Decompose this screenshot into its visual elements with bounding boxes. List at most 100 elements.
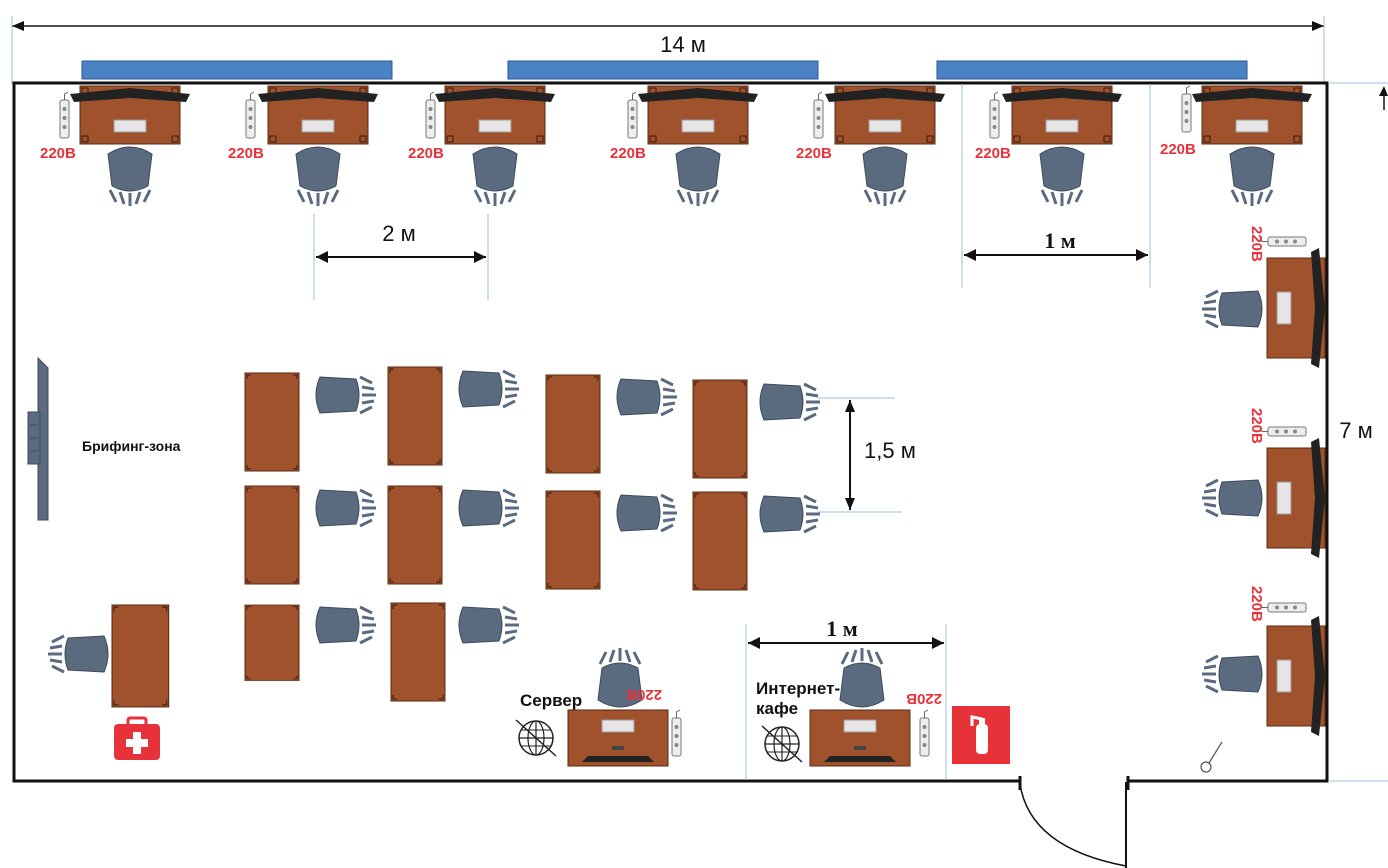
- room-wall: [12, 81, 1329, 783]
- cafe-desk: [809, 709, 911, 767]
- chair-icon: [1200, 478, 1264, 518]
- windows: [81, 60, 1248, 80]
- power-strip-icon: [1259, 236, 1307, 247]
- table: [545, 374, 601, 474]
- power-strip-icon: [59, 91, 70, 139]
- internet-cafe-label-line2: кафе: [756, 699, 798, 718]
- spacing-1-5m-label: 1,5 м: [864, 438, 916, 463]
- socket-label: 220В: [1248, 408, 1265, 444]
- power-strip-icon: [919, 709, 930, 757]
- first-aid-kit-icon: [114, 716, 160, 760]
- power-strip-icon: [1259, 426, 1307, 437]
- power-strip-icon: [989, 91, 1000, 139]
- screen-icon: [27, 356, 49, 521]
- fire-extinguisher-icon: [952, 706, 1010, 764]
- chair-icon: [457, 488, 521, 528]
- internet-cafe-label-line1: Интернет-: [756, 679, 840, 698]
- power-strip-icon: [671, 709, 682, 757]
- briefing-area: [244, 366, 822, 702]
- power-strip-icon: [1181, 85, 1192, 133]
- dimension-width: 14 м: [11, 16, 1325, 84]
- chair-icon: [1038, 145, 1086, 208]
- chair-icon: [758, 382, 822, 422]
- socket-label: 220В: [1160, 141, 1196, 158]
- workstation: [434, 85, 556, 145]
- workstation: [257, 85, 379, 145]
- height-label: 7 м: [1339, 418, 1372, 443]
- briefing-zone-label: Брифинг-зона: [82, 438, 181, 454]
- spacing-1m-label: 1 м: [1044, 228, 1076, 253]
- dimension-2m: 2 м: [313, 214, 489, 300]
- chair-icon: [1228, 145, 1276, 208]
- dimension-1m-bottom: 1 м: [745, 616, 947, 780]
- server-station: 220В Сервер: [515, 646, 682, 767]
- power-strip-icon: [813, 91, 824, 139]
- server-label: Сервер: [520, 691, 582, 710]
- socket-label: 220В: [906, 690, 942, 707]
- socket-label: 220В: [796, 145, 832, 162]
- workstation: [637, 85, 759, 145]
- workstation: [69, 85, 191, 145]
- width-label: 14 м: [660, 32, 706, 57]
- power-strip-icon: [245, 91, 256, 139]
- globe-icon: [761, 725, 803, 763]
- power-strip-icon: [425, 91, 436, 139]
- top-workstations: 220В 220В 220В 220В 220В 220В 220В: [40, 85, 1313, 208]
- table: [545, 490, 601, 590]
- socket-label: 220В: [626, 686, 662, 703]
- globe-icon: [515, 719, 557, 757]
- workstation: [1266, 615, 1326, 737]
- socket-label: 220В: [1248, 586, 1265, 622]
- chair-icon: [615, 377, 679, 417]
- chair-icon: [314, 375, 378, 415]
- socket-label: 220В: [228, 145, 264, 162]
- server-desk: [567, 709, 669, 767]
- right-workstations: 220В 220В 220В: [1200, 226, 1326, 737]
- table: [692, 491, 748, 591]
- dimension-1m-top: 1 м: [961, 84, 1151, 288]
- first-aid-area: [46, 604, 170, 760]
- internet-cafe-station: 220В Интернет- кафе: [756, 646, 942, 767]
- chair-icon: [615, 493, 679, 533]
- switch-icon: [1200, 741, 1223, 773]
- table: [244, 604, 300, 681]
- spacing-1m-bottom-label: 1 м: [826, 616, 858, 641]
- door-icon[interactable]: [1018, 776, 1130, 868]
- table: [244, 485, 300, 585]
- workstation: [1001, 85, 1123, 145]
- workstation: [824, 85, 946, 145]
- chair-icon: [314, 605, 378, 645]
- chair-icon: [838, 646, 886, 709]
- chair-icon: [1200, 654, 1264, 694]
- chair-icon: [106, 145, 154, 208]
- socket-label: 220В: [610, 145, 646, 162]
- spacing-2m-label: 2 м: [382, 221, 415, 246]
- dimension-1-5m: 1,5 м: [818, 397, 916, 513]
- table: [387, 366, 443, 466]
- socket-label: 220В: [40, 145, 76, 162]
- workstation: [1266, 247, 1326, 369]
- chair-icon: [861, 145, 909, 208]
- dimension-height: 7 м: [1330, 82, 1388, 782]
- chair-icon: [457, 369, 521, 409]
- table: [111, 604, 170, 708]
- table: [387, 485, 443, 585]
- door-gap: [1020, 776, 1128, 786]
- chair-icon: [294, 145, 342, 208]
- chair-icon: [1200, 289, 1264, 329]
- socket-label: 220В: [408, 145, 444, 162]
- chair-icon: [457, 605, 521, 645]
- power-strip-icon: [627, 91, 638, 139]
- chair-icon: [758, 494, 822, 534]
- chair-icon: [46, 634, 110, 674]
- table: [244, 372, 300, 472]
- table: [390, 602, 446, 702]
- socket-label: 220В: [975, 145, 1011, 162]
- workstation: [1266, 437, 1326, 559]
- table: [692, 379, 748, 479]
- chair-icon: [674, 145, 722, 208]
- workstation: [1191, 85, 1313, 145]
- chair-icon: [314, 488, 378, 528]
- chair-icon: [471, 145, 519, 208]
